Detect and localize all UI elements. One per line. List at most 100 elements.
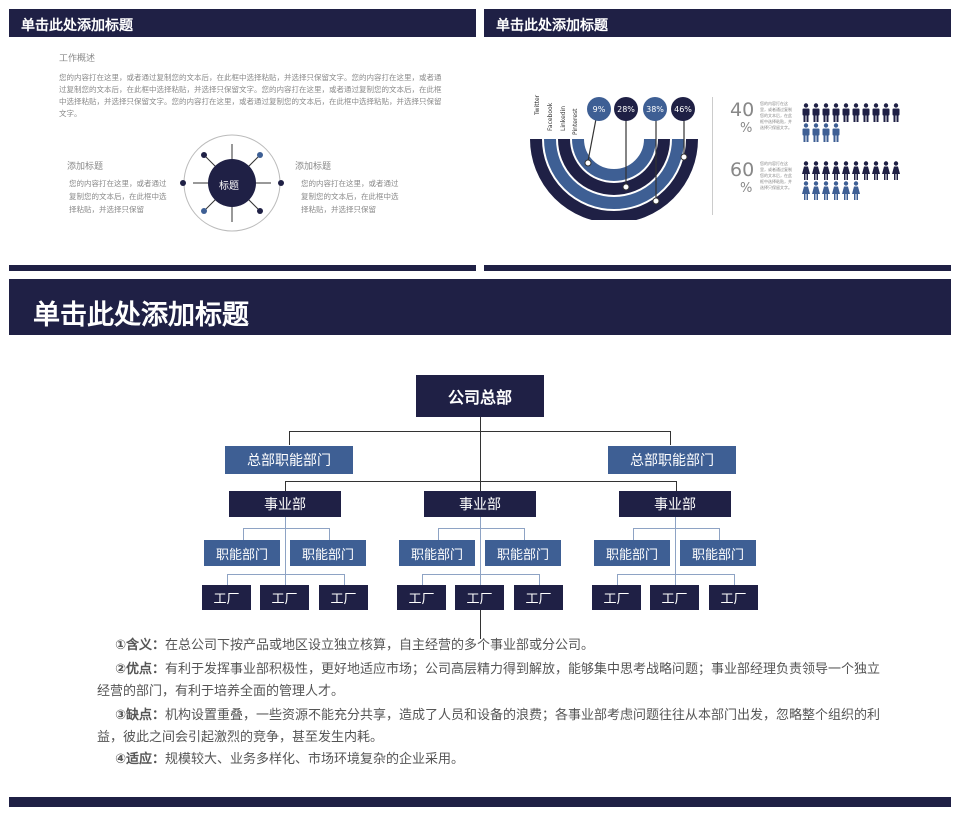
item-label: ②优点：	[115, 662, 166, 677]
male-person-icon	[822, 123, 830, 142]
hq-dept-left[interactable]: 总部职能部门	[225, 446, 353, 474]
division-box[interactable]: 事业部	[424, 491, 536, 517]
slide2-bottom-bar	[484, 265, 951, 271]
slide-main[interactable]: 单击此处添加标题 公司总部 总部职能部门 总部职能部门 事业部职能部门职能部门工…	[9, 279, 951, 807]
item-text: 有利于发挥事业部积极性，更好地适应市场；公司高层精力得到解放，能够集中思考战略问…	[97, 662, 881, 699]
func-dept-box[interactable]: 职能部门	[594, 540, 670, 566]
female-person-icon	[842, 161, 850, 180]
male-person-icon	[872, 103, 880, 122]
line-func-right	[524, 528, 525, 540]
percent-bubble-28: 28%	[614, 97, 638, 121]
line-func-right	[329, 528, 330, 540]
line-factory-drop	[617, 574, 618, 585]
line-factory-drop	[344, 574, 345, 585]
line-factory-drop	[422, 574, 423, 585]
male-person-icon	[802, 123, 810, 142]
arc-chart	[530, 118, 698, 220]
slide2-title-bar: 单击此处添加标题	[484, 9, 951, 37]
line-left-dept	[289, 431, 290, 445]
social-label-twitter: Twitter	[534, 94, 541, 115]
func-dept-box[interactable]: 职能部门	[485, 540, 561, 566]
female-person-icon	[822, 181, 830, 200]
stat-male-pct: %	[740, 121, 753, 136]
factory-box[interactable]: 工厂	[592, 585, 641, 610]
factory-box[interactable]: 工厂	[260, 585, 309, 610]
division-box[interactable]: 事业部	[619, 491, 731, 517]
right-body: 您的内容打在这里，或者通过复制您的文本后，在此框中选择粘贴，并选择只保留	[301, 179, 399, 214]
line-factory-drop	[675, 574, 676, 585]
overview-heading: 工作概述	[59, 54, 96, 64]
right-heading: 添加标题	[295, 162, 332, 172]
female-person-icon	[852, 161, 860, 180]
func-dept-box[interactable]: 职能部门	[680, 540, 756, 566]
social-label-facebook: Facebook	[547, 102, 554, 131]
female-person-icon	[812, 181, 820, 200]
line-factory-drop	[539, 574, 540, 585]
line-division-down	[480, 517, 481, 579]
slide-thumbnail-1[interactable]: 单击此处添加标题 工作概述 您的内容打在这里，或者通过复制您的文本后，在此框中选…	[9, 9, 476, 271]
left-body: 您的内容打在这里，或者通过复制您的文本后，在此框中选择粘贴，并选择只保留	[69, 179, 167, 214]
male-person-icon	[842, 103, 850, 122]
vertical-divider	[712, 97, 713, 215]
radial-diagram	[180, 134, 284, 232]
female-person-icon	[832, 161, 840, 180]
line-func-left	[243, 528, 244, 540]
slide3-bottom-bar	[9, 797, 951, 807]
line-right-dept	[670, 431, 671, 445]
male-person-icon	[862, 103, 870, 122]
stat-male-text: 您的内容打在这里，或者通过复制您的文本后，在此框中选择粘贴，并选择只保留文字。	[760, 101, 792, 130]
line-division-down	[675, 517, 676, 579]
male-person-icon	[832, 123, 840, 142]
hq-dept-right[interactable]: 总部职能部门	[608, 446, 736, 474]
male-person-icon	[882, 103, 890, 122]
description-item-2: ②优点：有利于发挥事业部积极性，更好地适应市场；公司高层精力得到解放，能够集中思…	[97, 659, 887, 703]
factory-box[interactable]: 工厂	[319, 585, 368, 610]
slide3-title-bar: 单击此处添加标题	[9, 279, 951, 335]
left-heading: 添加标题	[67, 162, 104, 172]
factory-box[interactable]: 工厂	[709, 585, 758, 610]
line-factory-drop	[480, 574, 481, 585]
stat-female-text: 您的内容打在这里，或者通过复制您的文本后，在此框中选择粘贴，并选择只保留文字。	[760, 161, 792, 190]
item-label: ③缺点：	[115, 708, 166, 723]
center-label: 标题	[219, 181, 239, 192]
line-factory-drop	[734, 574, 735, 585]
func-dept-box[interactable]: 职能部门	[399, 540, 475, 566]
stat-male-value: 40	[730, 99, 755, 121]
func-dept-box[interactable]: 职能部门	[204, 540, 280, 566]
factory-box[interactable]: 工厂	[397, 585, 446, 610]
factory-box[interactable]: 工厂	[514, 585, 563, 610]
slide-thumbnail-2[interactable]: 单击此处添加标题 Twitter Facebook Linkedin Pinte…	[484, 9, 951, 271]
item-label: ④适应：	[115, 752, 166, 767]
male-person-icon	[892, 103, 900, 122]
female-person-icon	[802, 161, 810, 180]
male-person-icon	[812, 123, 820, 142]
line-func-horizontal	[438, 528, 524, 529]
factory-box[interactable]: 工厂	[202, 585, 251, 610]
item-text: 规模较大、业务多样化、市场环境复杂的企业采用。	[165, 752, 465, 767]
stat-female-value: 60	[730, 159, 755, 181]
line-func-horizontal	[243, 528, 329, 529]
hq-box[interactable]: 公司总部	[416, 375, 544, 417]
line-division-down	[285, 517, 286, 579]
division-box[interactable]: 事业部	[229, 491, 341, 517]
percent-bubble-38: 38%	[643, 97, 667, 121]
social-label-pinterest: Pinterest	[572, 108, 579, 135]
line-hq-horizontal	[289, 431, 670, 432]
line-func-left	[438, 528, 439, 540]
factory-box[interactable]: 工厂	[455, 585, 504, 610]
line-func-left	[633, 528, 634, 540]
func-dept-box[interactable]: 职能部门	[290, 540, 366, 566]
description-item-3: ③缺点：机构设置重叠，一些资源不能充分共享，造成了人员和设备的浪费；各事业部考虑…	[97, 705, 887, 749]
female-person-icon	[812, 161, 820, 180]
overview-body: 您的内容打在这里，或者通过复制您的文本后，在此框中选择粘贴，并选择只保留文字。您…	[59, 73, 442, 118]
item-text: 机构设置重叠，一些资源不能充分共享，造成了人员和设备的浪费；各事业部考虑问题往往…	[97, 708, 881, 745]
factory-box[interactable]: 工厂	[650, 585, 699, 610]
line-func-horizontal	[633, 528, 719, 529]
male-person-icon	[822, 103, 830, 122]
line-factory-horizontal	[227, 574, 345, 575]
female-person-icon	[832, 181, 840, 200]
line-div-right	[676, 481, 677, 491]
slide1-title-bar: 单击此处添加标题	[9, 9, 476, 37]
line-factory-horizontal	[617, 574, 735, 575]
line-div-horizontal	[285, 481, 676, 482]
